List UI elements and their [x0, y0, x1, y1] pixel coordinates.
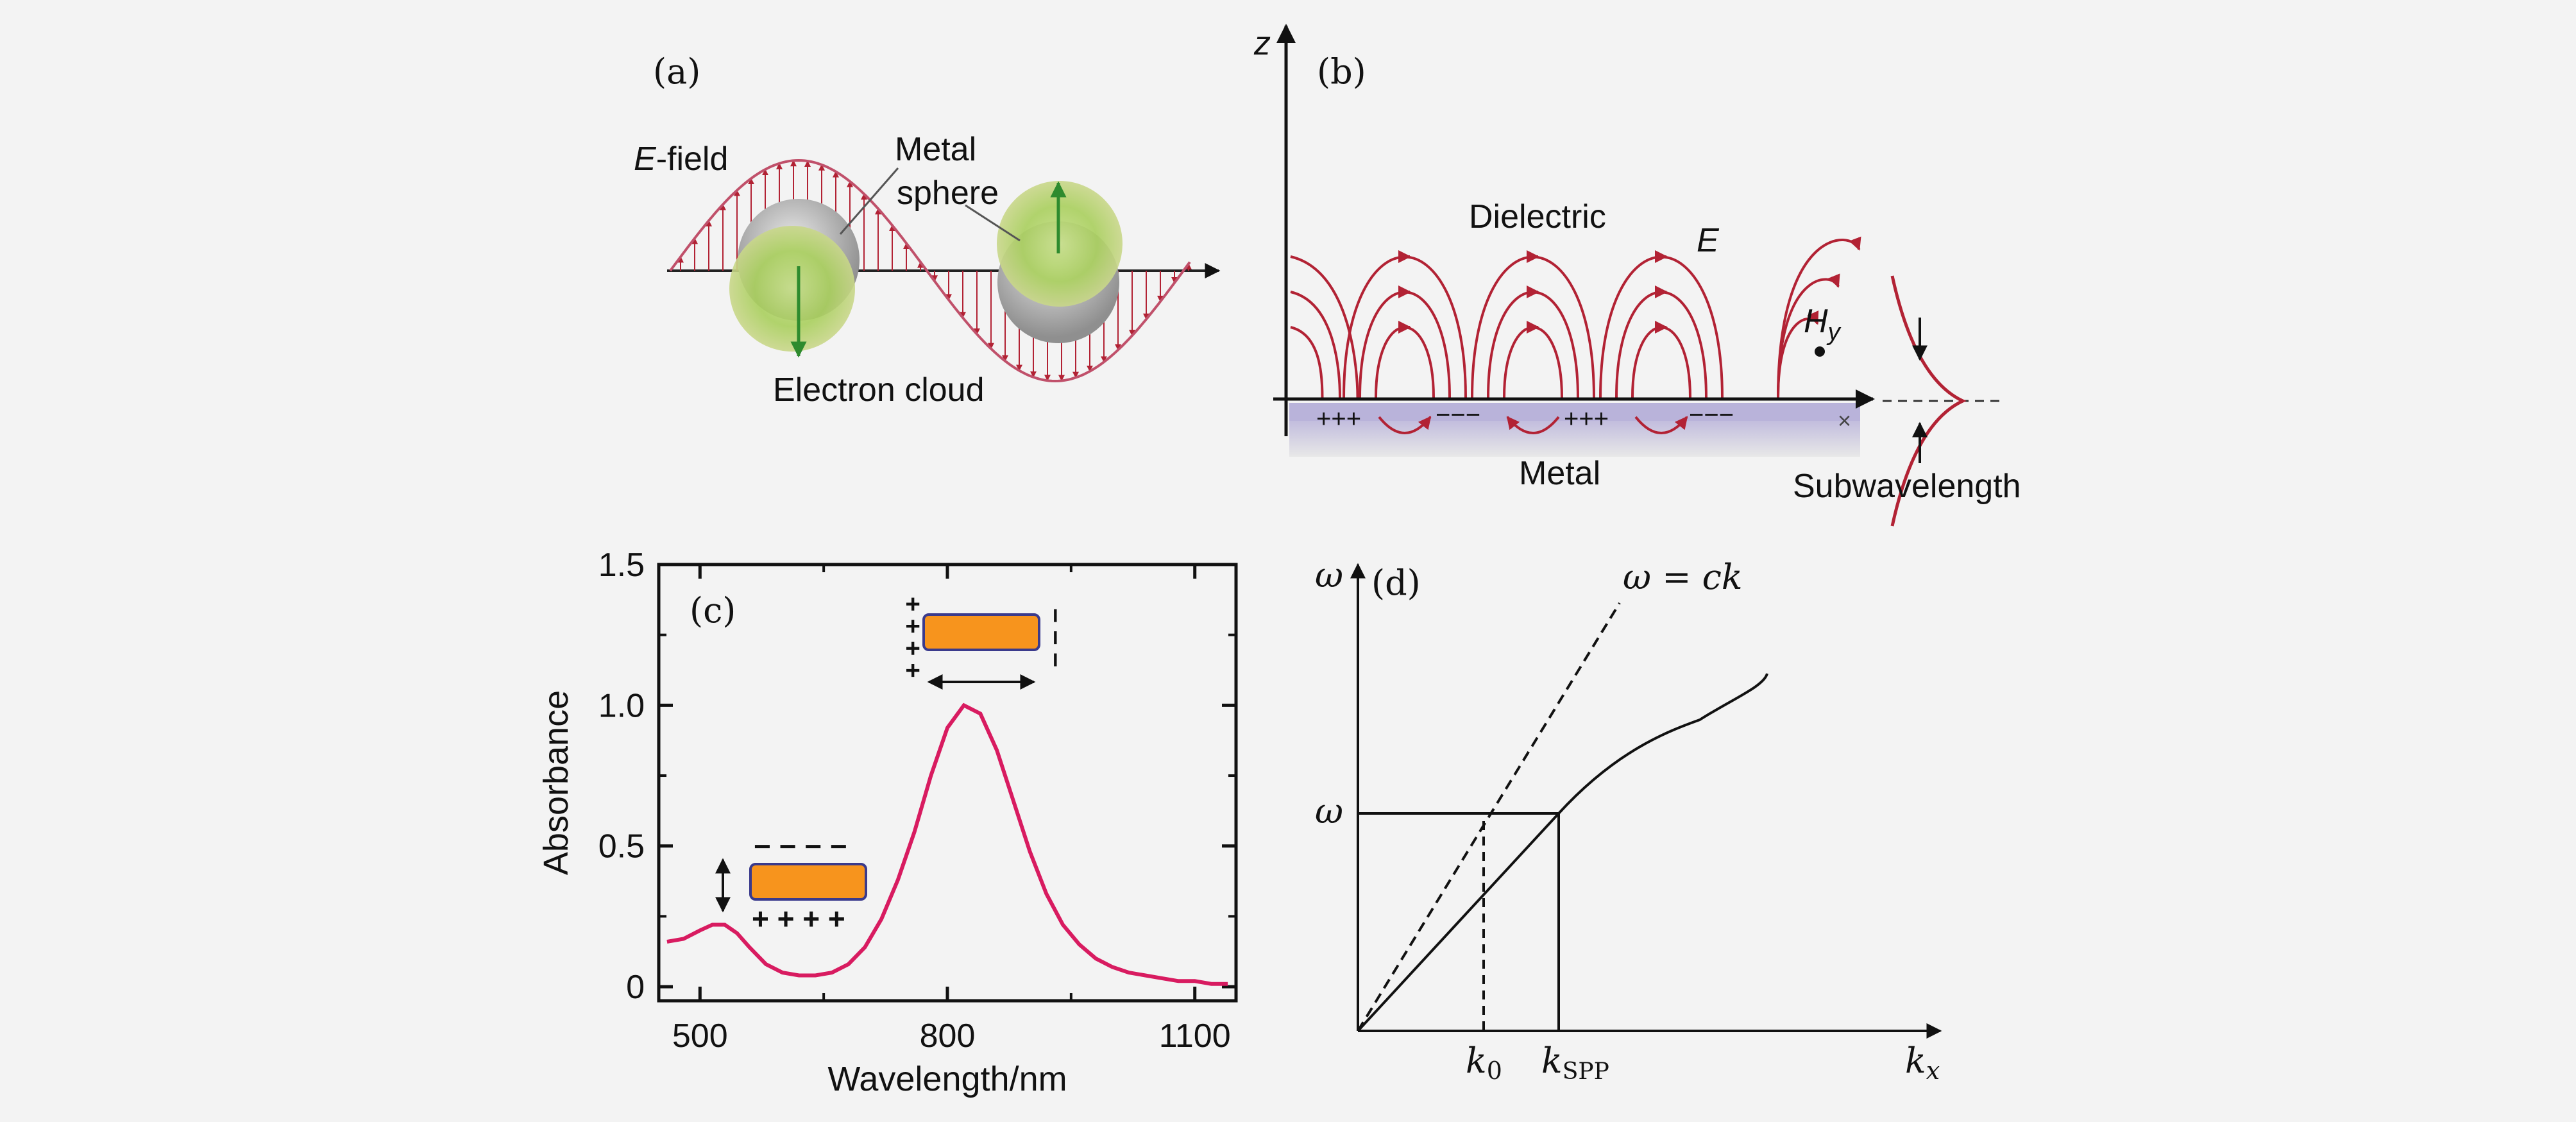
- charges-top: − − − −: [754, 829, 847, 863]
- longitudinal-mode-inset: + + + + − − −: [899, 597, 1069, 690]
- axis-ticks: [659, 563, 1236, 1001]
- metal-label-line2: sphere: [897, 174, 999, 212]
- field-edge-right-1: [1777, 273, 1840, 398]
- hy-main: H: [1804, 303, 1828, 340]
- charges-left: + + + +: [899, 597, 927, 678]
- field-lines: [1290, 236, 1861, 434]
- subwavelength-label: Subwavelength: [1793, 468, 2021, 505]
- panel-a: (a) E-field Metal sphere Electron cloud: [634, 51, 1221, 409]
- metal-sphere-pointer-right: [965, 204, 1021, 242]
- metal-slab: [1289, 421, 1860, 457]
- x-tick-label-2: 1100: [1159, 1017, 1231, 1055]
- svg-text:E-field: E-field: [634, 140, 728, 178]
- nanorod-longitudinal: [922, 613, 1040, 651]
- spp-dispersion-curve: [1357, 673, 1768, 1032]
- kx-label: kx: [1905, 1041, 1940, 1085]
- k0-main: k: [1466, 1041, 1487, 1081]
- kx-main: k: [1905, 1041, 1926, 1081]
- h-field-into-page-icon: ×: [1838, 407, 1851, 434]
- e-field-label: E: [1697, 222, 1720, 259]
- metal-label-line1: Metal: [895, 131, 976, 168]
- metal-current-loop-1: [1506, 416, 1560, 434]
- x-tick-labels: 500 800 1100: [672, 1017, 1231, 1055]
- hy-sub: y: [1826, 319, 1842, 346]
- metal-sphere-left: [729, 199, 860, 358]
- panel-b: z (b) +++ −−− +++ −−− × Dielectric E Hy …: [1253, 24, 2021, 527]
- surface-charge-1: +++: [1316, 405, 1361, 433]
- x-tick-label-0: 500: [672, 1017, 728, 1055]
- panel-b-label: (b): [1317, 51, 1366, 92]
- x-tick-label-1: 800: [920, 1017, 976, 1055]
- kspp-label: kSPP: [1541, 1041, 1609, 1085]
- light-line-label: ω = ck: [1623, 557, 1743, 597]
- y-tick-label-0: 0: [626, 969, 645, 1006]
- hy-label: Hy: [1804, 303, 1842, 346]
- panel-c-label: (c): [690, 590, 736, 631]
- light-line: [1357, 602, 1621, 1032]
- efield-label: E-field: [634, 140, 728, 178]
- panel-d-label: (d): [1371, 563, 1421, 603]
- k0-label: k0: [1466, 1041, 1502, 1085]
- transverse-mode-inset: − − − − + + + +: [715, 829, 867, 935]
- field-loop-8: [1631, 326, 1691, 398]
- omega-tick-label: ω: [1315, 791, 1343, 831]
- panel-a-label: (a): [653, 51, 700, 92]
- absorbance-series-line: [666, 702, 1228, 986]
- dielectric-label: Dielectric: [1469, 198, 1606, 235]
- panel-d: ω (d) ω = ck ω k0 kSPP kx: [1315, 555, 1942, 1085]
- efield-sine-wave: [669, 158, 1191, 383]
- efield-letter: E: [634, 140, 657, 178]
- nanorod-transverse: [749, 863, 867, 901]
- field-decay-profile: [1890, 275, 1967, 527]
- hy-out-of-page-dot: [1815, 346, 1825, 357]
- field-edge-right-0: [1777, 236, 1861, 398]
- electron-cloud-left: [729, 226, 855, 352]
- field-loop-4: [1487, 291, 1579, 398]
- y-tick-labels: 0 0.5 1.0 1.5: [598, 547, 645, 1006]
- surface-charge-4: −−−: [1689, 401, 1734, 429]
- field-loop-5: [1503, 326, 1563, 398]
- field-loop-7: [1615, 291, 1707, 398]
- charges-bottom: + + + +: [752, 902, 845, 935]
- kspp-main: k: [1541, 1041, 1563, 1081]
- metal-current-loop-2: [1634, 416, 1688, 434]
- k0-sub: 0: [1487, 1057, 1502, 1085]
- field-edge-left-2: [1290, 326, 1324, 398]
- efield-suffix: -field: [656, 140, 729, 178]
- electron-cloud-label: Electron cloud: [773, 371, 985, 409]
- omega-axis-label: ω: [1315, 555, 1343, 595]
- metal-label: Metal: [1519, 455, 1600, 492]
- y-tick-label-3: 1.5: [598, 547, 645, 584]
- field-edge-left-0: [1290, 255, 1359, 398]
- metal-sphere-right: [997, 181, 1123, 343]
- kspp-sub: SPP: [1563, 1058, 1609, 1085]
- kx-sub: x: [1926, 1057, 1940, 1085]
- x-axis-label: Wavelength/nm: [827, 1060, 1067, 1098]
- y-tick-label-2: 1.0: [598, 687, 645, 724]
- surface-charge-2: −−−: [1436, 401, 1480, 429]
- field-edge-left-1: [1290, 291, 1341, 398]
- metal-surface-band: [1289, 403, 1860, 421]
- metal-sphere-pointer-left: [839, 167, 899, 235]
- y-tick-label-1: 0.5: [598, 828, 645, 865]
- field-edge-right-2: [1777, 310, 1819, 398]
- field-loop-2: [1375, 326, 1435, 398]
- surface-charge-3: +++: [1564, 405, 1609, 433]
- metal-current-loop-0: [1378, 416, 1432, 434]
- field-loop-1: [1359, 291, 1451, 398]
- y-axis-label: Absorbance: [537, 690, 575, 875]
- charges-right: − − −: [1041, 608, 1069, 667]
- z-axis-label: z: [1253, 25, 1271, 62]
